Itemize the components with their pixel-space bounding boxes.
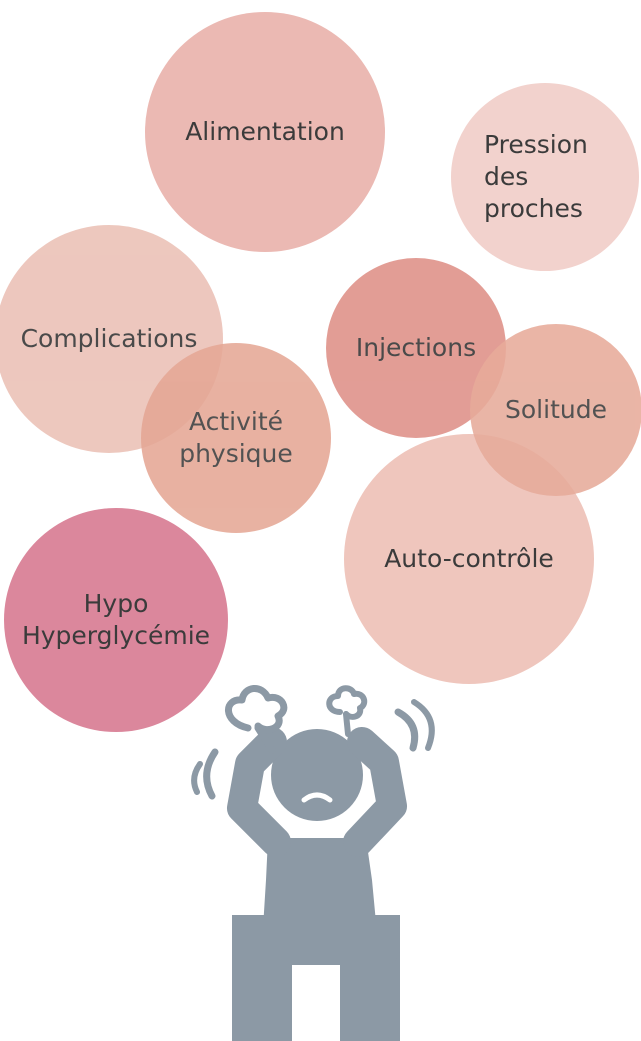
- bubble-complications-line-1: Complications: [20, 324, 198, 353]
- bubble-pression-line-3: proches: [484, 194, 583, 223]
- steam-puff-right: [326, 685, 368, 720]
- bubble-activite-line-2: physique: [179, 439, 293, 468]
- bubble-pression-des-proches: Pression des proches: [451, 83, 639, 271]
- bubble-solitude-line-1: Solitude: [505, 395, 607, 424]
- stress-line-left-1: [203, 748, 219, 800]
- stress-line-right-1: [394, 708, 419, 752]
- bubble-hypo-hyperglycemie: Hypo Hyperglycémie: [4, 508, 228, 732]
- bubble-activite-physique: Activité physique: [141, 343, 331, 533]
- frown-shape: [301, 792, 333, 803]
- bubble-hypo-line-1: Hypo: [83, 589, 149, 618]
- stress-line-left-2: [191, 761, 203, 795]
- hips-shape: [232, 915, 400, 965]
- bubble-hypo-line-2: Hyperglycémie: [21, 621, 211, 650]
- bubble-alimentation: Alimentation: [145, 12, 385, 252]
- bubble-pression-line-1: Pression: [484, 130, 588, 159]
- steam-tail-right: [343, 711, 351, 737]
- head-shape: [271, 729, 363, 821]
- bubble-activite-line-1: Activité: [188, 407, 284, 436]
- left-arm-shape: [227, 727, 291, 857]
- bubble-solitude: Solitude: [470, 324, 641, 496]
- bubble-alimentation-line-1: Alimentation: [185, 117, 345, 146]
- steam-tail-left: [254, 724, 276, 754]
- bubble-injections-line-1: Injections: [355, 333, 477, 362]
- right-arm-shape: [343, 727, 407, 857]
- bubble-pression-line-2: des: [484, 162, 529, 191]
- stress-line-right-2: [411, 699, 435, 751]
- steam-puff-left: [225, 685, 288, 734]
- bubble-autocontrole-line-1: Auto-contrôle: [384, 544, 554, 573]
